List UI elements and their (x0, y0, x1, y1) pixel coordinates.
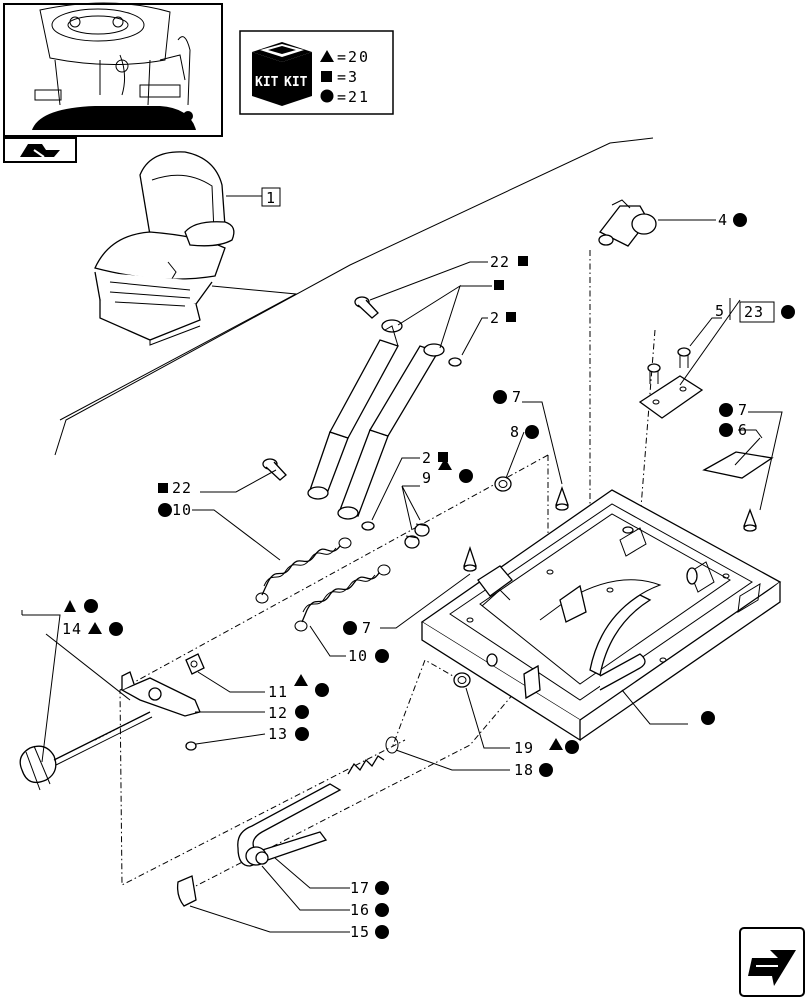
circle-icon (158, 503, 172, 517)
part-15-bushing[interactable] (176, 875, 197, 907)
callout-7c: 7 (738, 401, 748, 419)
circle-icon (320, 89, 334, 103)
part-2-washer-top[interactable] (448, 357, 462, 367)
kit-badge-left: KIT (255, 75, 279, 90)
kit-legend-triangle-count: =20 (337, 48, 370, 66)
circle-icon (565, 740, 579, 754)
callout-11: 11 (268, 683, 288, 701)
circle-icon (493, 390, 507, 404)
callout-12: 12 (268, 704, 288, 722)
next-page-arrow-button[interactable] (739, 927, 805, 997)
circle-icon (84, 599, 98, 613)
triangle-icon (549, 738, 563, 750)
callout-1: 1 (266, 189, 276, 207)
triangle-icon (294, 674, 308, 686)
callout-14: 14 (62, 620, 82, 638)
callout-18: 18 (514, 761, 534, 779)
callout-9: 9 (422, 469, 432, 487)
circle-icon (781, 305, 795, 319)
callout-17: 17 (350, 879, 370, 897)
square-icon (321, 71, 332, 82)
callout-6: 6 (738, 421, 748, 439)
triangle-icon (320, 50, 334, 62)
callout-2b: 2 (422, 449, 432, 467)
square-icon (518, 256, 528, 266)
circle-icon (315, 683, 329, 697)
kit-box-icon: KIT KIT (252, 42, 312, 106)
callout-15: 15 (350, 923, 370, 941)
seat-leader-lines (59, 285, 298, 421)
part-13-screw[interactable] (185, 741, 197, 751)
triangle-icon (88, 622, 102, 634)
section-outline (54, 137, 654, 456)
square-icon (506, 312, 516, 322)
part-10-spring-upper[interactable] (255, 537, 352, 604)
part-12-lever-bracket[interactable] (120, 671, 201, 717)
circle-icon (375, 903, 389, 917)
kit-legend: KIT KIT =20 =3 =21 (239, 30, 394, 115)
part-7-cone-pins[interactable] (463, 486, 757, 572)
part-8-bushing[interactable] (494, 476, 512, 492)
part-18-return-spring[interactable] (347, 736, 399, 775)
triangle-icon (438, 458, 452, 470)
callout-23: 23 (744, 303, 764, 321)
kit-badge-right: KIT (284, 75, 308, 90)
callout-22a: 22 (490, 253, 510, 271)
circle-icon (733, 213, 747, 227)
triangle-icon (64, 600, 76, 612)
circle-icon (375, 649, 389, 663)
callout-19: 19 (514, 739, 534, 757)
callout-5: 5 (715, 302, 725, 320)
part-2-washer-bottom[interactable] (361, 521, 375, 531)
circle-icon (295, 705, 309, 719)
callout-10a: 10 (172, 501, 192, 519)
callout-7a: 7 (512, 388, 522, 406)
circle-icon (525, 425, 539, 439)
kit-legend-circle-count: =21 (337, 88, 370, 106)
circle-icon (459, 469, 473, 483)
square-icon (494, 280, 504, 290)
part-11-clip[interactable] (185, 653, 205, 675)
part-9-bushings[interactable] (404, 523, 430, 549)
part-6-pad[interactable] (702, 451, 774, 479)
part-10-spring-lower[interactable] (294, 564, 391, 632)
circle-icon (375, 881, 389, 895)
square-icon (438, 452, 448, 462)
view-navigation-icon[interactable] (3, 137, 77, 163)
callout-22b: 22 (172, 479, 192, 497)
circle-icon (719, 403, 733, 417)
seat-base-frame[interactable] (420, 489, 782, 742)
part-19-bushing[interactable] (453, 672, 471, 688)
circle-icon (719, 423, 733, 437)
circle-icon (539, 763, 553, 777)
callout-10b: 10 (348, 647, 368, 665)
tractor-cab-thumbnail[interactable] (3, 2, 223, 137)
seat-assembly[interactable] (94, 151, 235, 346)
kit-legend-square-count: =3 (337, 68, 359, 86)
part-17-linkage-arm[interactable] (237, 783, 342, 867)
callout-7b: 7 (362, 619, 372, 637)
part-5-mounting-plate[interactable] (638, 347, 704, 419)
part-4-lever-handle[interactable] (598, 199, 657, 247)
circle-icon (375, 925, 389, 939)
circle-icon (295, 727, 309, 741)
part-gas-struts[interactable] (307, 319, 445, 520)
callout-2a: 2 (490, 309, 500, 327)
part-16-pin[interactable] (255, 851, 269, 865)
square-icon (158, 483, 168, 493)
callout-8: 8 (510, 423, 520, 441)
circle-icon (701, 711, 715, 725)
circle-icon (343, 621, 357, 635)
callout-13: 13 (268, 725, 288, 743)
circle-icon (109, 622, 123, 636)
callout-4: 4 (718, 211, 728, 229)
callout-16: 16 (350, 901, 370, 919)
part-14-adjusting-knob[interactable] (19, 711, 153, 791)
